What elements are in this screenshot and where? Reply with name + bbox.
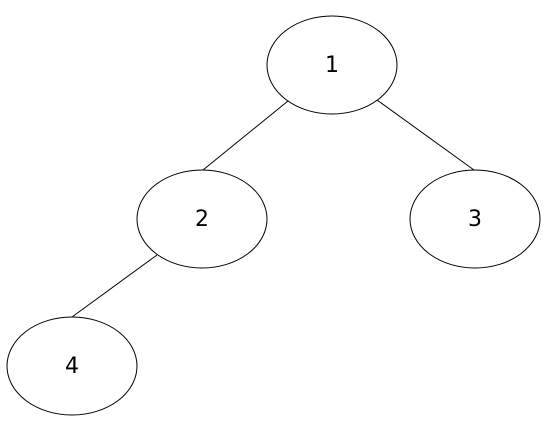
node-3-label: 3 bbox=[468, 207, 482, 232]
node-1-label: 1 bbox=[325, 53, 339, 78]
tree-node-4: 4 bbox=[6, 316, 138, 416]
node-1-ellipse bbox=[266, 15, 398, 115]
node-3-ellipse bbox=[409, 169, 541, 269]
node-4-label: 4 bbox=[65, 354, 79, 379]
edge-1-2 bbox=[202, 100, 289, 171]
edge-2-4 bbox=[71, 254, 158, 318]
tree-node-1: 1 bbox=[266, 15, 398, 115]
edge-1-3 bbox=[376, 99, 475, 171]
tree-node-3: 3 bbox=[409, 169, 541, 269]
node-2-ellipse bbox=[136, 169, 268, 269]
tree-node-2: 2 bbox=[136, 169, 268, 269]
node-4-ellipse bbox=[6, 316, 138, 416]
node-2-label: 2 bbox=[195, 207, 209, 232]
